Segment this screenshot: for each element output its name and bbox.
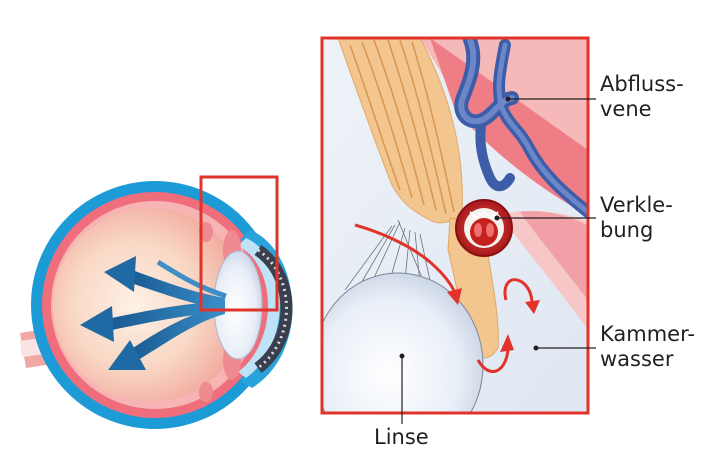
label-aqueous-humor: Kammer-wasser [600, 322, 695, 372]
label-drain-vein: Abfluss-vene [600, 72, 684, 122]
label-blockage: Verkle-bung [600, 193, 673, 243]
label-lens: Linse [374, 425, 429, 450]
detail-inset [313, 38, 588, 457]
blockage [456, 200, 512, 256]
eye-cross-section [20, 177, 292, 429]
